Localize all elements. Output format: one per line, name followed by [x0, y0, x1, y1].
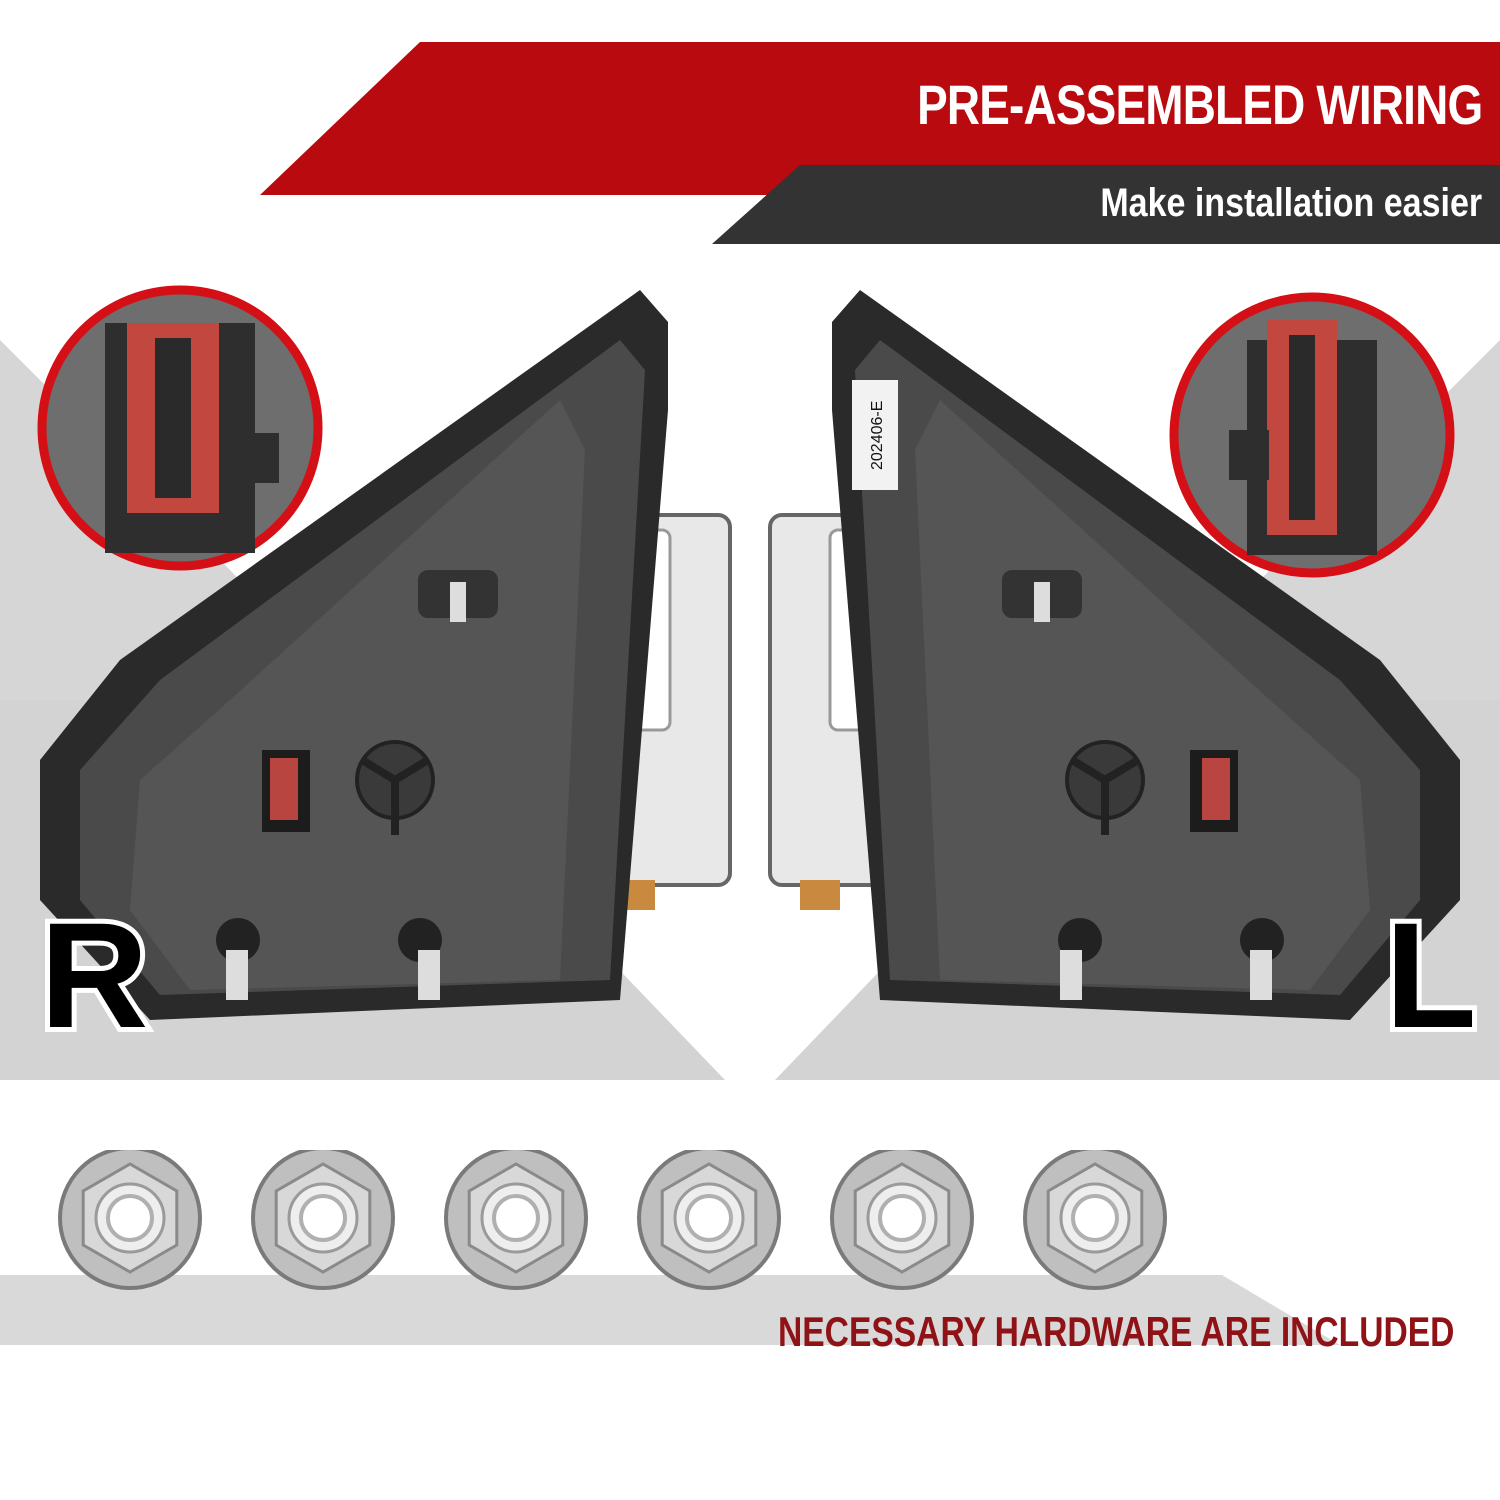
mirror-back-inner	[915, 400, 1370, 990]
left-mirror-image: 202406-E	[768, 290, 1460, 1020]
connector-closeup-left	[1169, 292, 1455, 578]
flange-nut	[58, 1150, 202, 1290]
turn-signal-amber	[800, 880, 840, 910]
mounting-stud-bottom-right	[398, 918, 442, 1000]
part-number-sticker	[852, 380, 898, 490]
hardware-shelf	[0, 1275, 1340, 1345]
mounting-stud-top	[418, 570, 498, 622]
mirror-back-inner	[130, 400, 585, 990]
pivot-detail	[359, 756, 431, 835]
right-mirror-image	[40, 290, 732, 1020]
right-side-label: R	[35, 891, 153, 1059]
hardware-caption: NECESSARY HARDWARE ARE INCLUDED	[778, 1308, 1455, 1355]
mounting-stud-bottom-left	[1058, 918, 1102, 1000]
flange-nut	[637, 1150, 781, 1290]
part-number-text: 202406-E	[869, 401, 886, 470]
flange-nut	[830, 1150, 974, 1290]
subtitle-banner	[712, 165, 1500, 244]
pivot-detail	[1069, 756, 1141, 835]
mounting-stud-bottom-right	[1240, 918, 1284, 1000]
connector-closeup-right	[37, 285, 323, 571]
hardware-nuts	[58, 1150, 1167, 1290]
left-side-label: L	[1380, 891, 1482, 1059]
title-banner	[260, 42, 1500, 195]
wiring-connector-red	[1202, 758, 1230, 820]
wiring-connector-red	[270, 758, 298, 820]
flange-nut	[1023, 1150, 1167, 1290]
flange-nut	[444, 1150, 588, 1290]
flange-nut	[251, 1150, 395, 1290]
mounting-stud-top	[1002, 570, 1082, 622]
banner-title: PRE-ASSEMBLED WIRING	[916, 73, 1483, 136]
banner-subtitle: Make installation easier	[1100, 181, 1482, 225]
mounting-stud-bottom-left	[216, 918, 260, 1000]
